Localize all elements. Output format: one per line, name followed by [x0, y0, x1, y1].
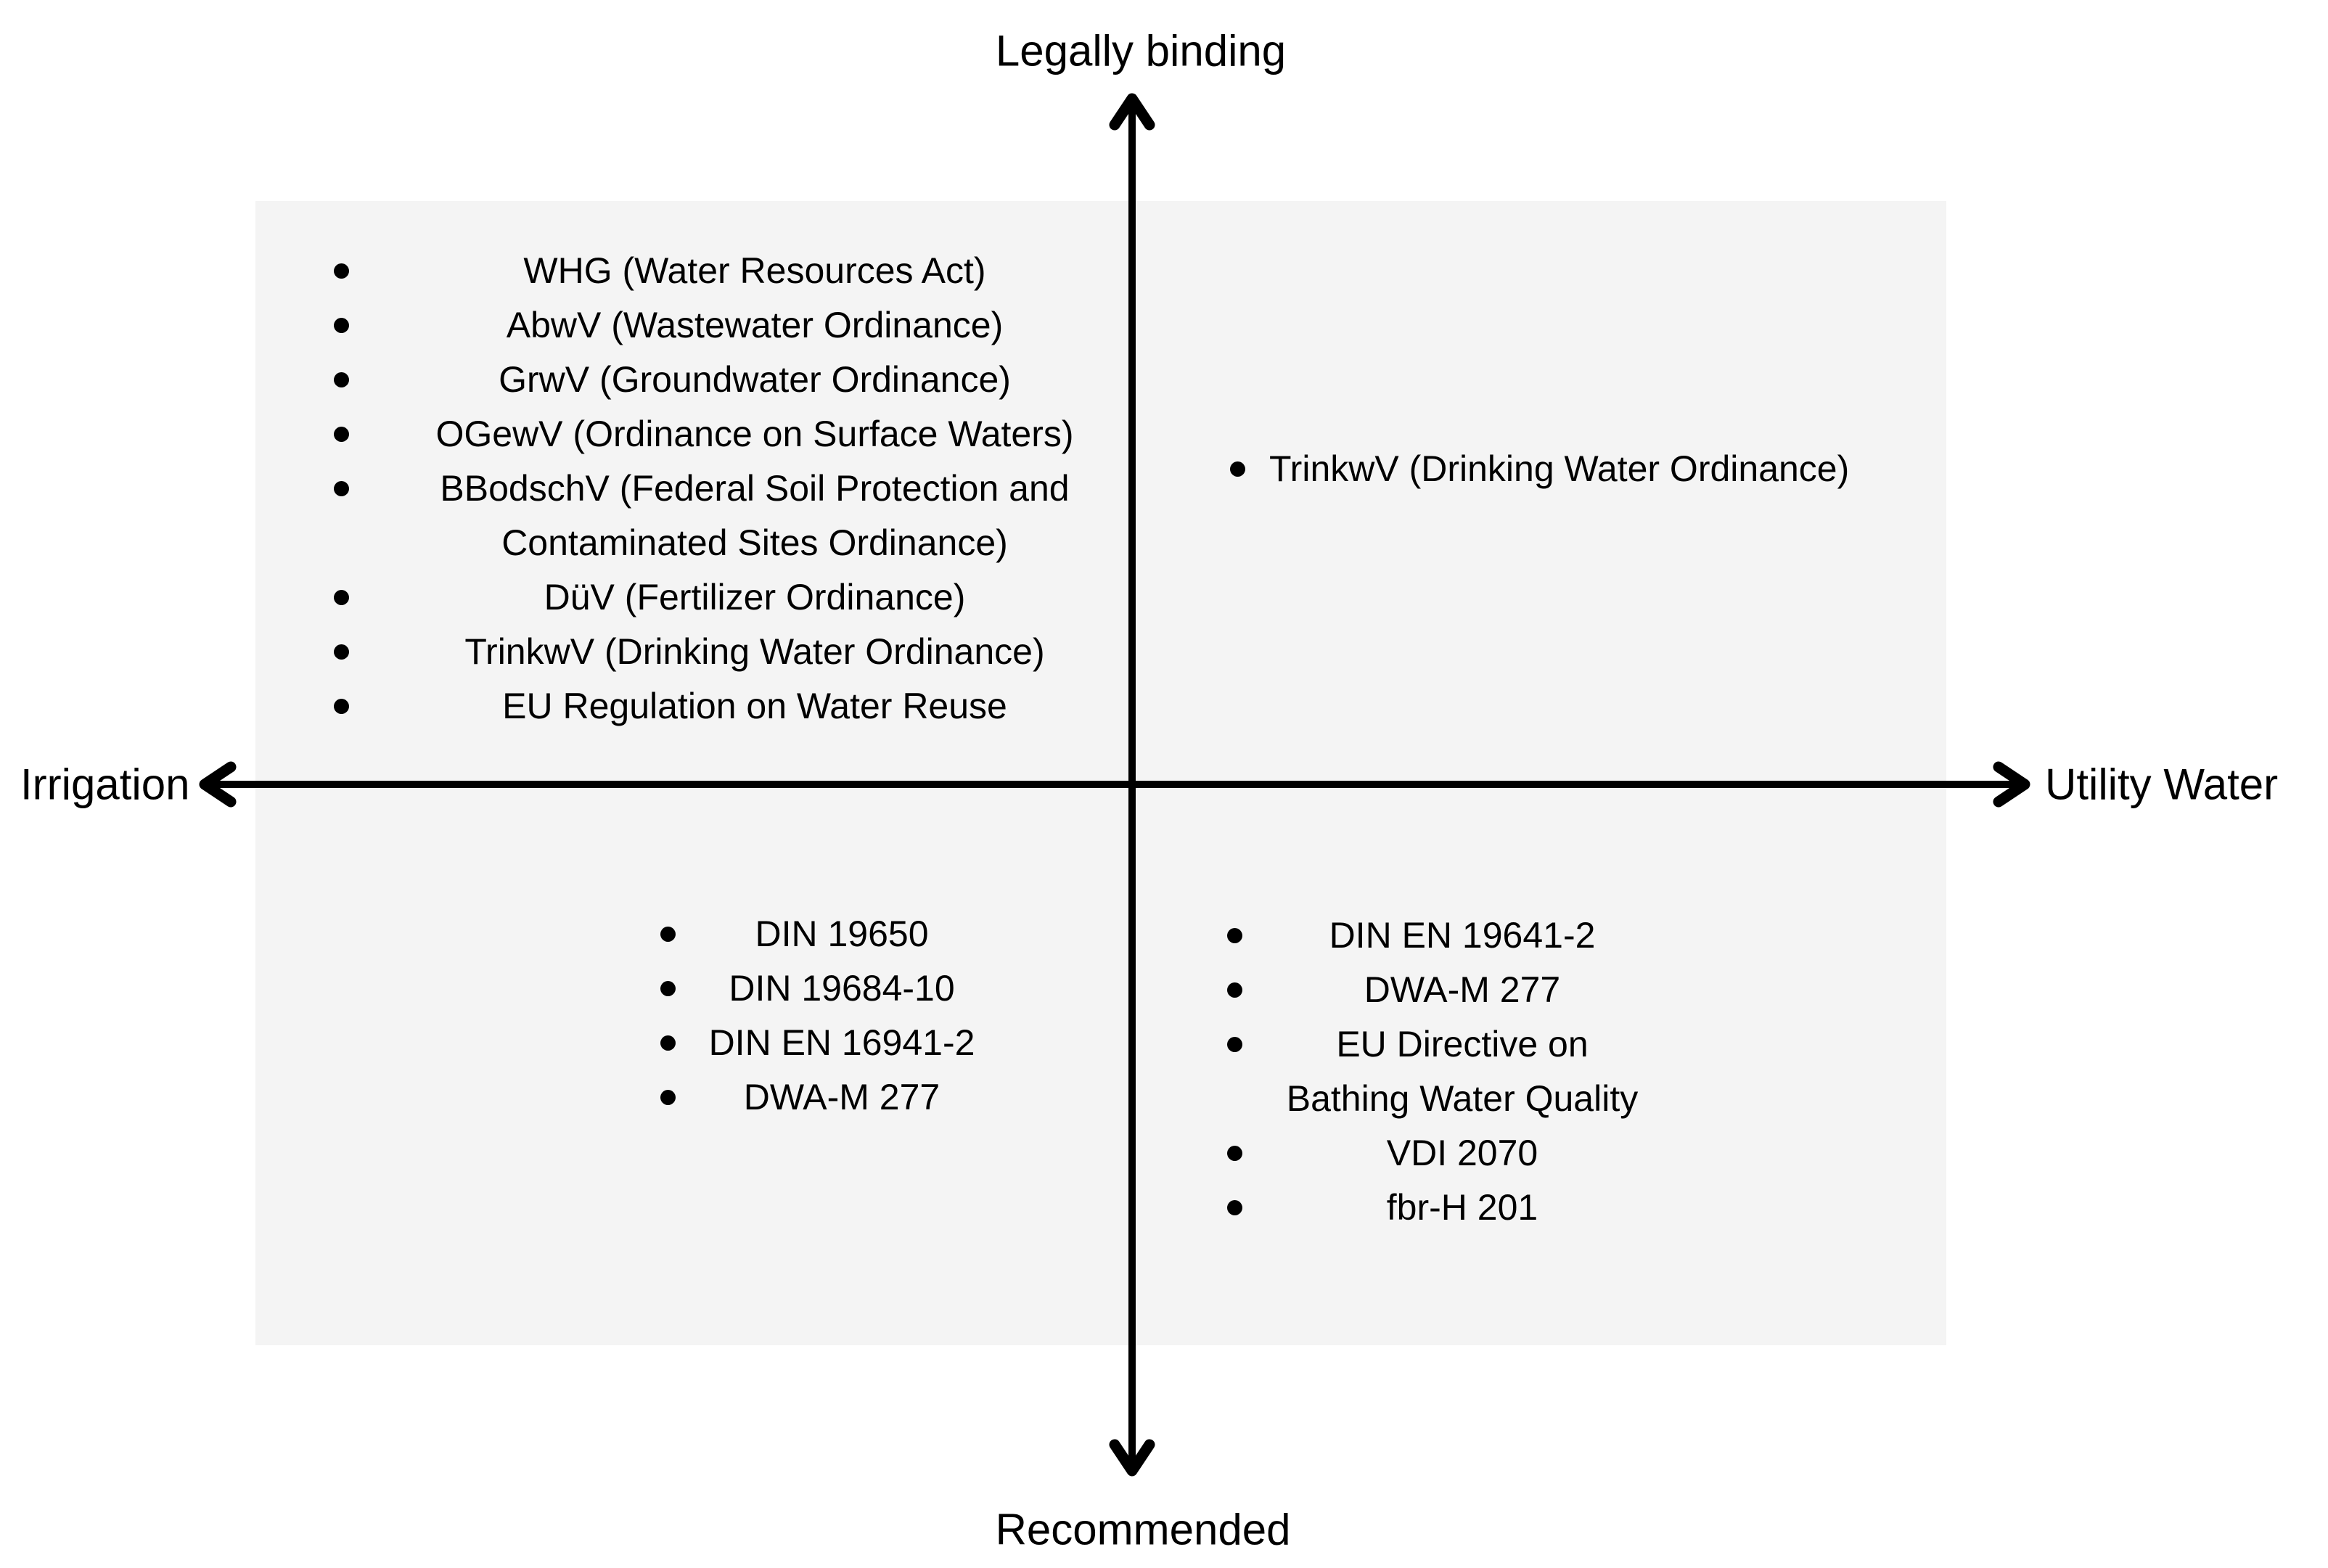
- axis-label-legally-binding: Legally binding: [995, 26, 1287, 75]
- axis-label-recommended: Recommended: [995, 1505, 1291, 1554]
- list-item: TrinkwV (Drinking Water Ordinance): [290, 625, 1219, 679]
- list-item: fbr-H 201: [1099, 1181, 1825, 1235]
- arrowhead-down-icon: [1109, 1439, 1155, 1477]
- list-item: DIN EN 16941-2: [552, 1016, 1132, 1070]
- list-item: DWA-M 277: [1099, 963, 1825, 1017]
- list-item: EU Directive on Bathing Water Quality: [1099, 1017, 1825, 1126]
- list-item: TrinkwV (Drinking Water Ordinance): [1205, 442, 1967, 496]
- list-item: EU Regulation on Water Reuse: [290, 679, 1219, 734]
- list-item: DWA-M 277: [552, 1070, 1132, 1125]
- arrowhead-left-icon: [199, 761, 237, 808]
- axis-label-irrigation: Irrigation: [20, 760, 190, 809]
- list-top-right-quadrant: TrinkwV (Drinking Water Ordinance): [1205, 442, 1967, 496]
- quadrant-background-panel: [255, 201, 1946, 1345]
- axis-label-utility-water: Utility Water: [2045, 760, 2279, 809]
- list-item: AbwV (Wastewater Ordinance): [290, 298, 1219, 353]
- arrowhead-right-icon: [1993, 761, 2030, 808]
- list-item: DIN EN 19641-2: [1099, 908, 1825, 963]
- list-item: GrwV (Groundwater Ordinance): [290, 353, 1219, 407]
- arrowhead-up-icon: [1109, 93, 1155, 131]
- list-item: VDI 2070: [1099, 1126, 1825, 1181]
- list-item: DIN 19650: [552, 907, 1132, 961]
- list-item: OGewV (Ordinance on Surface Waters): [290, 407, 1219, 461]
- list-item: WHG (Water Resources Act): [290, 244, 1219, 298]
- list-top-left-quadrant: WHG (Water Resources Act)AbwV (Wastewate…: [290, 244, 1219, 734]
- list-item: DIN 19684-10: [552, 961, 1132, 1016]
- list-item: DüV (Fertilizer Ordinance): [290, 570, 1219, 625]
- list-item: BBodschV (Federal Soil Protection and Co…: [290, 461, 1219, 570]
